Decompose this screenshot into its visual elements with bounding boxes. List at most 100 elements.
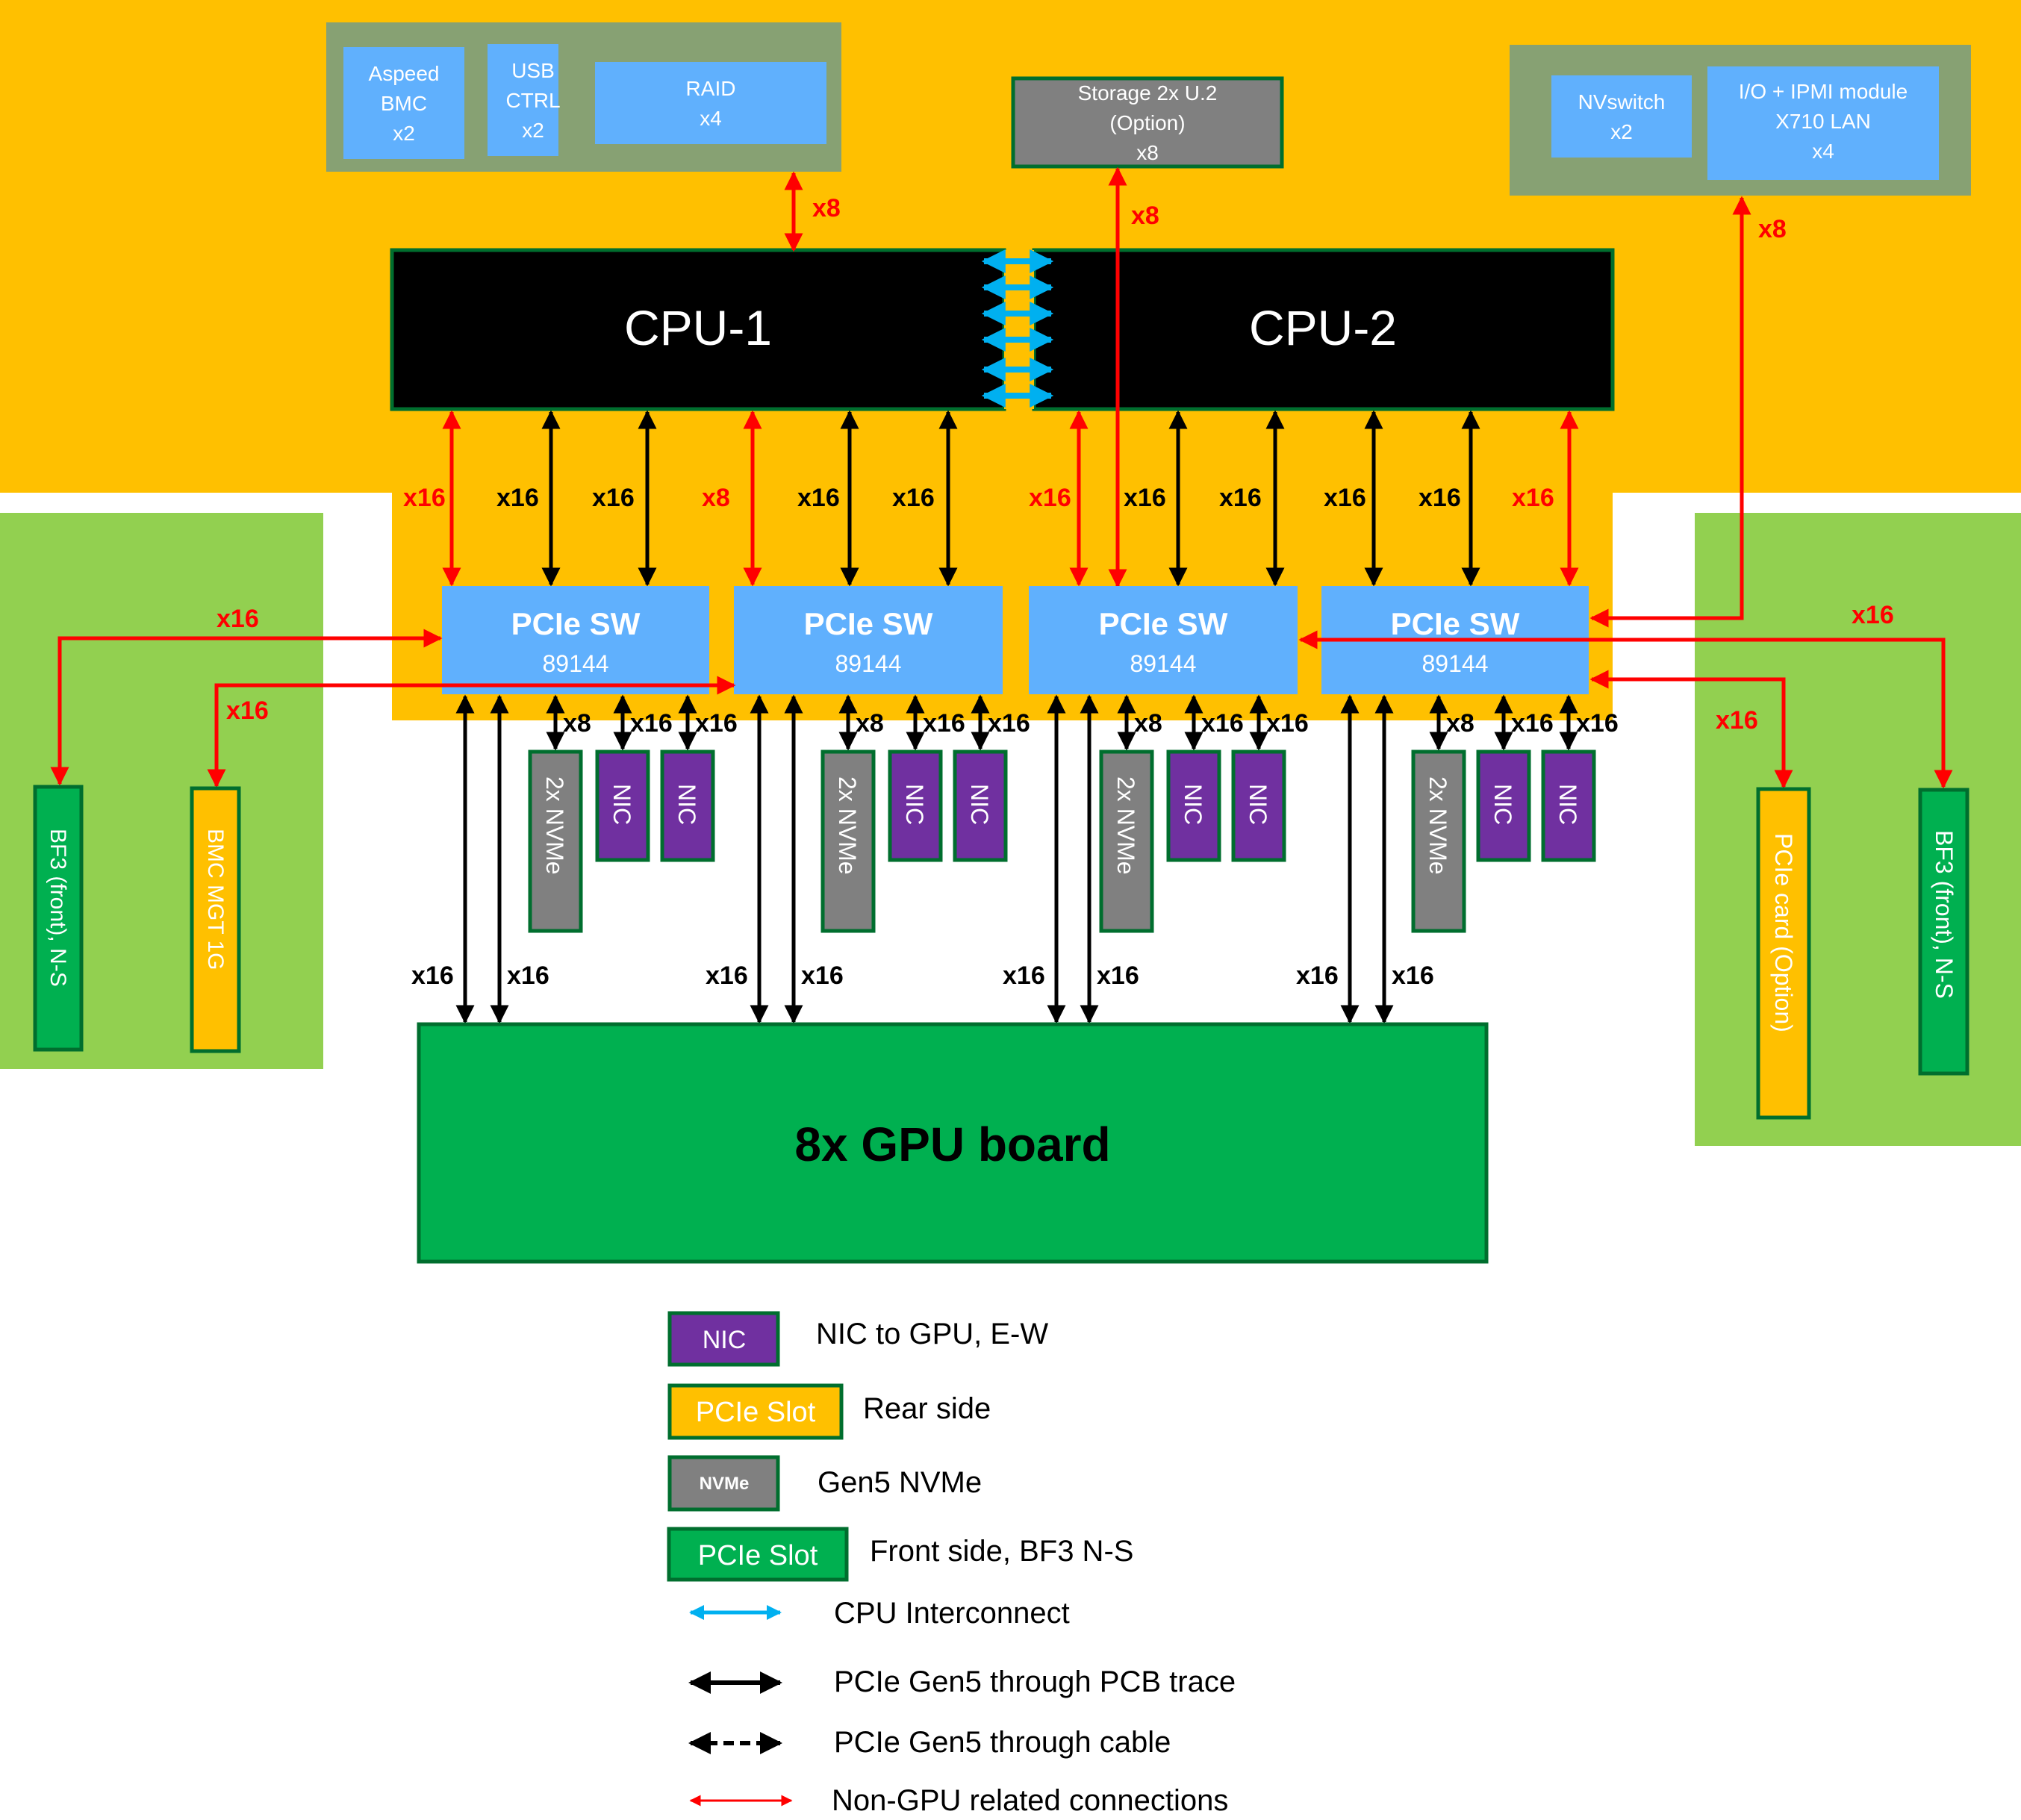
link-io-module-label: x8 xyxy=(1758,215,1787,243)
nic-label: NIC xyxy=(1554,784,1581,825)
legend-front-text: Front side, BF3 N-S xyxy=(870,1535,1133,1568)
pcie-card-slot xyxy=(1756,787,1811,1120)
cpu-switch-link-label: x8 xyxy=(702,484,730,512)
nvme-label: 2x NVMe xyxy=(1424,776,1451,875)
switch-device-link-label: x16 xyxy=(988,709,1030,738)
pcie-switch-box xyxy=(734,586,1003,694)
front-left-slots: x16 x16 BF3 (front), N-S BMC MGT 1G xyxy=(33,605,736,1053)
nic-label: NIC xyxy=(966,784,993,825)
switch-gpu-link-label: x16 xyxy=(801,962,844,990)
bf3-front-left-slot xyxy=(33,785,84,1052)
switch-device-link-label: x16 xyxy=(630,709,673,738)
pcie-switch-model: 89144 xyxy=(835,650,902,677)
cpu-switch-link-label: x16 xyxy=(1419,484,1461,512)
switch-device-link-label: x8 xyxy=(563,709,591,738)
switch-device-link-label: x16 xyxy=(923,709,965,738)
nic-label: NIC xyxy=(673,784,700,825)
pcie-switch: PCIe SW 89144 xyxy=(734,586,1003,694)
pcie-switch-model: 89144 xyxy=(543,650,609,677)
link-switch4-pcie-card xyxy=(1589,670,1793,789)
nic-label: NIC xyxy=(1245,784,1271,825)
legend-rear-swatch-text: PCIe Slot xyxy=(696,1397,816,1428)
switch-gpu-link-label: x16 xyxy=(1392,962,1434,990)
nvswitch-chip xyxy=(1551,75,1692,158)
switch-device-link-label: x16 xyxy=(695,709,738,738)
link-bmc-mgt-label: x16 xyxy=(226,696,269,725)
link-switch3-bf3-right xyxy=(1298,630,1953,789)
nvme-label: 2x NVMe xyxy=(834,776,861,875)
link-bf3-left-label: x16 xyxy=(217,605,259,633)
switch-device-link-label: x8 xyxy=(856,709,884,738)
legend-rear-swatch xyxy=(667,1383,844,1440)
usb-ctrl-chip xyxy=(488,44,558,156)
legend: NIC NIC to GPU, E-W PCIe Slot Rear side … xyxy=(667,1311,1236,1817)
gpu-board-label: 8x GPU board xyxy=(794,1118,1110,1171)
legend-non-gpu-text: Non-GPU related connections xyxy=(832,1784,1228,1817)
pcie-switch-title: PCIe SW xyxy=(804,606,933,641)
cpu-switch-link-label: x16 xyxy=(496,484,539,512)
switch-gpu-link-label: x16 xyxy=(706,962,748,990)
bf3-front-right-slot xyxy=(1918,788,1969,1076)
pcie-switch-title: PCIe SW xyxy=(1099,606,1228,641)
bf3-front-left-label: BF3 (front), N-S xyxy=(46,829,70,987)
storage-module: Storage 2x U.2(Option)x8 xyxy=(1011,76,1284,169)
link-switch2-bmc-mgt xyxy=(207,676,736,788)
legend-nvme-swatch-text: NVMe xyxy=(700,1474,750,1494)
bmc-chip xyxy=(343,47,464,159)
nic-card xyxy=(1166,749,1221,862)
legend-nvme-text: Gen5 NVMe xyxy=(818,1466,982,1499)
cpu-switch-link-label: x16 xyxy=(797,484,840,512)
link-cpu1-left-module-label: x8 xyxy=(812,194,841,222)
pcie-switch: PCIe SW 89144 xyxy=(1029,586,1298,694)
switch-gpu-link-label: x16 xyxy=(1097,962,1139,990)
bmc-mgt-slot xyxy=(190,786,241,1053)
nvme-drive xyxy=(1099,749,1154,933)
legend-front-swatch-text: PCIe Slot xyxy=(698,1540,818,1571)
legend-nvme-swatch xyxy=(667,1455,780,1512)
nic-card xyxy=(1231,749,1286,862)
switch-gpu-link-label: x16 xyxy=(1003,962,1045,990)
cpu-1-label: CPU-1 xyxy=(624,300,772,355)
cpu-switch-link-label: x16 xyxy=(892,484,935,512)
bmc-mgt-label: BMC MGT 1G xyxy=(203,829,228,970)
cpu-interconnect-arrows xyxy=(981,249,1054,408)
nic-label: NIC xyxy=(1489,784,1516,825)
front-right-slots: x16 x16 PCIe card (Option) BF3 (front), … xyxy=(1298,601,1969,1120)
pcie-switch-model: 89144 xyxy=(1130,650,1197,677)
switch-gpu-link-label: x16 xyxy=(507,962,549,990)
switch-gpu-link-label: x16 xyxy=(411,962,454,990)
pcie-switch-box xyxy=(1029,586,1298,694)
legend-front-swatch xyxy=(667,1527,849,1582)
link-switch4-io-module xyxy=(1589,196,1751,628)
link-storage-label: x8 xyxy=(1131,202,1159,230)
gpu-board: 8x GPU board xyxy=(417,1022,1489,1264)
switch-device-link-label: x16 xyxy=(1511,709,1554,738)
legend-rear-text: Rear side xyxy=(863,1392,991,1425)
cpu-switch-link-label: x16 xyxy=(1219,484,1262,512)
legend-nic-text: NIC to GPU, E-W xyxy=(816,1318,1048,1350)
switch-device-link-label: x8 xyxy=(1134,709,1162,738)
nvme-drive xyxy=(820,749,876,933)
cpu-block: CPU-1 CPU-2 xyxy=(390,248,1615,411)
cpu-1 xyxy=(390,248,1006,411)
bf3-front-right-label: BF3 (front), N-S xyxy=(1931,830,1958,999)
cpu-2-label: CPU-2 xyxy=(1249,300,1397,355)
switch-devices: x8 x16 x16 2x NVMe NIC NIC x8 x16 x16 2x NVMe NIC N… xyxy=(528,694,1619,933)
switch-gpu-link-label: x16 xyxy=(1296,962,1339,990)
nvme-label: 2x NVMe xyxy=(1112,776,1139,875)
cpu-switch-link-label: x16 xyxy=(592,484,635,512)
switch-device-link-label: x8 xyxy=(1446,709,1475,738)
legend-interconnect-text: CPU Interconnect xyxy=(834,1597,1070,1630)
pcie-card-label: PCIe card (Option) xyxy=(1770,833,1797,1032)
legend-nic-swatch-text: NIC xyxy=(703,1326,747,1354)
switch-device-link-label: x16 xyxy=(1201,709,1244,738)
